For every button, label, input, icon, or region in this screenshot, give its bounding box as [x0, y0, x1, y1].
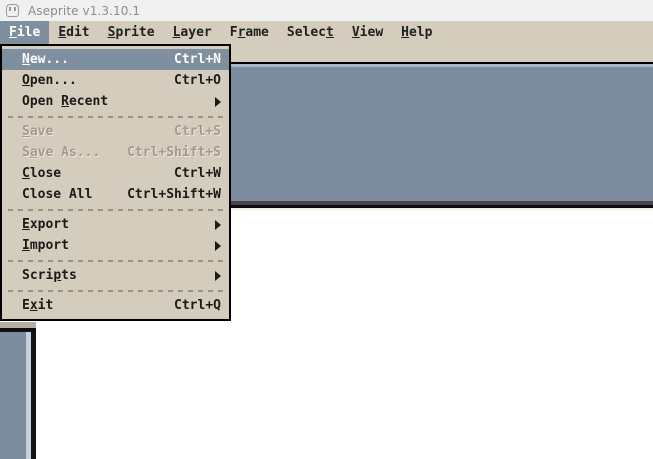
title-bar: Aseprite v1.3.10.1: [0, 0, 653, 21]
menu-item-open[interactable]: Open... Ctrl+O: [2, 70, 229, 91]
menu-item-new[interactable]: New... Ctrl+N: [2, 49, 229, 70]
menu-item-shortcut: Ctrl+W: [174, 166, 221, 181]
menu-item-shortcut: Ctrl+O: [174, 73, 221, 88]
menubar-item-select[interactable]: Select: [278, 21, 343, 44]
editor-panel-shadow: [230, 201, 653, 205]
menubar-item-label: Frame: [229, 25, 269, 40]
window-title: Aseprite v1.3.10.1: [28, 3, 141, 18]
menu-item-label: Save: [22, 124, 54, 139]
menu-item-shortcut: Ctrl+S: [174, 124, 221, 139]
toolbar-band: [231, 44, 653, 62]
menu-item-exit[interactable]: Exit Ctrl+Q: [2, 295, 229, 316]
chevron-right-icon: [215, 240, 221, 251]
menubar-item-help[interactable]: Help: [392, 21, 441, 44]
menu-item-label: Import: [22, 238, 69, 253]
menu-separator-2: [2, 205, 229, 214]
menubar-item-label: Help: [401, 25, 433, 40]
left-toolbar-strip[interactable]: [0, 332, 26, 459]
menubar-item-label: File: [9, 25, 41, 40]
menu-item-shortcut: Ctrl+Shift+W: [127, 187, 221, 202]
menu-item-close-all[interactable]: Close All Ctrl+Shift+W: [2, 184, 229, 205]
menubar-item-label: Sprite: [107, 25, 155, 40]
menubar-item-sprite[interactable]: Sprite: [99, 21, 164, 44]
editor-canvas-panel[interactable]: [230, 67, 653, 201]
menu-item-save-as: Save As... Ctrl+Shift+S: [2, 142, 229, 163]
menu-item-shortcut: Ctrl+Shift+S: [127, 145, 221, 160]
menu-bar: File Edit Sprite Layer Frame Select View Help: [0, 21, 653, 44]
menu-separator-1: [2, 112, 229, 121]
menubar-item-label: Select: [286, 25, 334, 40]
menu-item-label: Open Recent: [22, 94, 109, 109]
menubar-item-file[interactable]: File: [0, 21, 50, 44]
menu-item-close[interactable]: Close Ctrl+W: [2, 163, 229, 184]
chevron-right-icon: [215, 219, 221, 230]
menu-item-label: Open...: [22, 73, 77, 88]
menubar-item-label: View: [351, 25, 384, 40]
menu-item-label: Export: [22, 217, 69, 232]
menubar-item-frame[interactable]: Frame: [221, 21, 278, 44]
menubar-item-layer[interactable]: Layer: [164, 21, 221, 44]
menu-item-label: Close All: [22, 187, 93, 202]
left-strip-cap: [0, 322, 36, 328]
aseprite-logo-icon: [5, 3, 21, 19]
left-toolbar-strip-highlight: [26, 332, 31, 459]
menu-item-import[interactable]: Import: [2, 235, 229, 256]
menu-item-label: Exit: [22, 298, 54, 313]
menu-item-label: Close: [22, 166, 62, 181]
chevron-right-icon: [215, 270, 221, 281]
menu-separator-4: [2, 286, 229, 295]
menu-item-open-recent[interactable]: Open Recent: [2, 91, 229, 112]
left-toolbar-strip-border: [31, 330, 34, 459]
editor-panel-bottom-highlight: [228, 208, 653, 210]
editor-panel-highlight: [230, 64, 653, 67]
editor-panel-bottom-border: [228, 205, 653, 208]
chevron-right-icon: [215, 96, 221, 107]
menubar-item-label: Layer: [172, 25, 212, 40]
menu-item-label: New...: [22, 52, 69, 67]
left-strip-cap-border: [0, 328, 36, 330]
menubar-item-view[interactable]: View: [343, 21, 392, 44]
menu-item-shortcut: Ctrl+N: [174, 52, 221, 67]
menu-item-export[interactable]: Export: [2, 214, 229, 235]
menu-separator-3: [2, 256, 229, 265]
menubar-item-label: Edit: [58, 25, 90, 40]
menu-item-scripts[interactable]: Scripts: [2, 265, 229, 286]
menubar-item-edit[interactable]: Edit: [49, 21, 98, 44]
menu-item-shortcut: Ctrl+Q: [174, 298, 221, 313]
menu-item-label: Scripts: [22, 268, 77, 283]
menu-item-label: Save As...: [22, 145, 101, 160]
menu-item-save: Save Ctrl+S: [2, 121, 229, 142]
